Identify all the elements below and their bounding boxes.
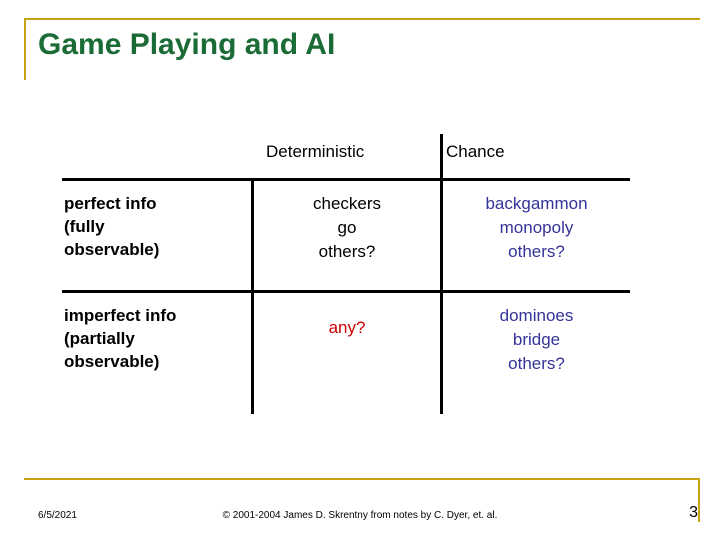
frame-bottom-rule <box>24 478 700 480</box>
slide-title: Game Playing and AI <box>38 28 336 61</box>
header-rule-left <box>62 178 251 181</box>
frame-right-rule <box>698 478 700 522</box>
frame-left-rule <box>24 18 26 80</box>
footer-date: 6/5/2021 <box>38 510 77 521</box>
header-rule-deterministic <box>254 178 440 181</box>
row-divider-deterministic <box>254 290 440 293</box>
row-divider-left <box>62 290 251 293</box>
header-rule-chance <box>443 178 630 181</box>
column-divider-label <box>251 178 254 414</box>
column-header-deterministic: Deterministic <box>266 142 365 161</box>
footer-page-number: 3 <box>689 504 698 521</box>
column-header-chance: Chance <box>446 142 505 161</box>
frame-top-rule <box>24 18 700 20</box>
footer-credit: © 2001-2004 James D. Skrentny from notes… <box>222 510 498 521</box>
row-divider-chance <box>443 290 630 293</box>
column-divider-middle <box>440 134 443 414</box>
cell-imperfect-deterministic: any? <box>328 318 366 337</box>
